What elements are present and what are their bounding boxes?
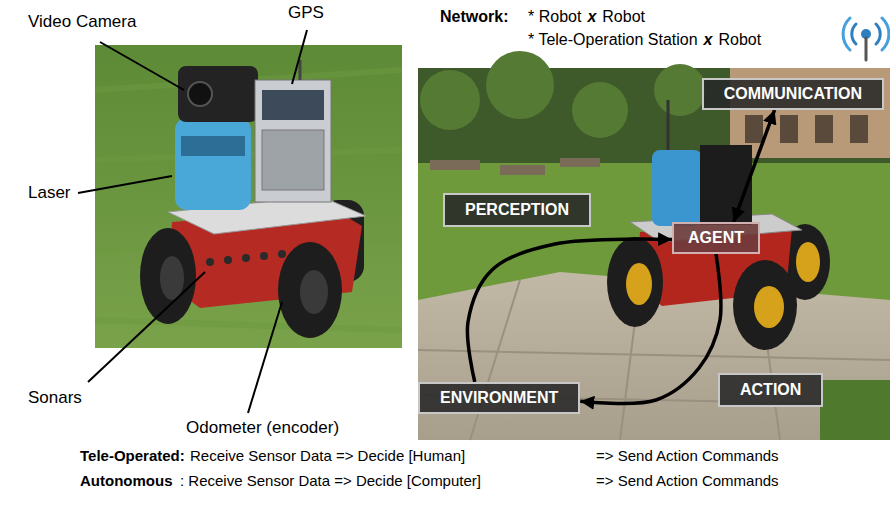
wifi-icon (843, 18, 850, 50)
part-label: Sonars (28, 388, 82, 408)
network-cross: x (587, 7, 596, 27)
mode-name: Autonomous (80, 471, 172, 491)
edge-label: PERCEPTION (443, 193, 591, 227)
gps-box (255, 80, 331, 202)
video-camera (178, 66, 258, 122)
gps-board (262, 90, 324, 120)
network-item: Robot (719, 30, 762, 50)
wifi-icon (882, 18, 889, 50)
tree-foliage (420, 51, 706, 138)
agent-box: AGENT (672, 222, 760, 254)
communication-box: COMMUNICATION (702, 78, 884, 110)
wheel-hub (300, 270, 328, 314)
leader-line (248, 302, 282, 413)
computer-box (700, 145, 752, 225)
part-label: Laser (28, 183, 71, 203)
wheel-hub (754, 286, 784, 328)
sonar-ring (278, 250, 286, 258)
box-text: COMMUNICATION (724, 84, 862, 104)
wheel (140, 228, 196, 324)
wheel (733, 260, 797, 350)
tree-foliage (654, 64, 706, 116)
wheel-hub (626, 263, 652, 305)
benches (560, 158, 600, 167)
sonar-ring (260, 252, 268, 260)
wifi-icon (865, 38, 868, 60)
grass-ground (95, 45, 402, 348)
wifi-icon (876, 24, 880, 44)
scene-photo (418, 51, 890, 440)
windows (745, 115, 763, 143)
network-item: * Tele-Operation Station (528, 30, 698, 50)
mode-name: Tele-Operated: (80, 446, 185, 466)
network-cross: x (704, 30, 713, 50)
box-text: ENVIRONMENT (440, 388, 558, 408)
wheel-hub (796, 242, 820, 282)
antenna (667, 100, 670, 152)
sonar-ring (242, 254, 250, 262)
windows (850, 115, 868, 143)
windows (780, 115, 798, 143)
benches (500, 165, 545, 175)
lawn (418, 68, 890, 440)
gps-frame (262, 130, 324, 190)
network-heading: Network: (440, 7, 508, 27)
leader-line (88, 272, 205, 382)
tree-foliage (572, 82, 628, 138)
wheel (278, 242, 342, 338)
leader-line (292, 30, 307, 84)
network-item: * Robot (528, 7, 581, 27)
laser-scanner (652, 150, 702, 226)
mode-step: Receive Sensor Data => Decide [Human] (190, 446, 465, 466)
box-text: AGENT (688, 228, 744, 248)
tree-foliage (486, 51, 554, 119)
mode-step: => Send Action Commands (596, 471, 779, 491)
benches (430, 158, 600, 175)
mode-step: : Receive Sensor Data => Decide [Compute… (180, 471, 481, 491)
laser-scanner (175, 118, 251, 210)
part-label: Video Camera (28, 12, 136, 32)
leader-lines (78, 30, 307, 413)
leader-line (78, 176, 172, 193)
sonar-ring (206, 258, 214, 266)
part-label: GPS (288, 3, 324, 23)
wheel (607, 237, 663, 327)
benches (430, 160, 480, 170)
mode-step: => Send Action Commands (596, 446, 779, 466)
wifi-icon (843, 18, 889, 60)
tree-foliage (420, 70, 480, 130)
network-item: Robot (602, 7, 645, 27)
edge-label: ACTION (718, 373, 823, 407)
laser-window (181, 136, 245, 156)
windows (815, 115, 833, 143)
robot-photo (95, 45, 402, 348)
leader-line (100, 42, 184, 90)
gps-antenna (299, 60, 302, 80)
wifi-icon (852, 24, 856, 44)
environment-box: ENVIRONMENT (418, 382, 580, 414)
connector-arrow (580, 254, 721, 403)
bush (820, 380, 890, 440)
connector-arrow (734, 110, 775, 222)
part-label: Odometer (encoder) (186, 418, 339, 438)
camera-lens (188, 82, 212, 106)
sonar-ring (224, 256, 232, 264)
connector-arrow (467, 239, 672, 382)
wheel-hub (160, 256, 184, 300)
